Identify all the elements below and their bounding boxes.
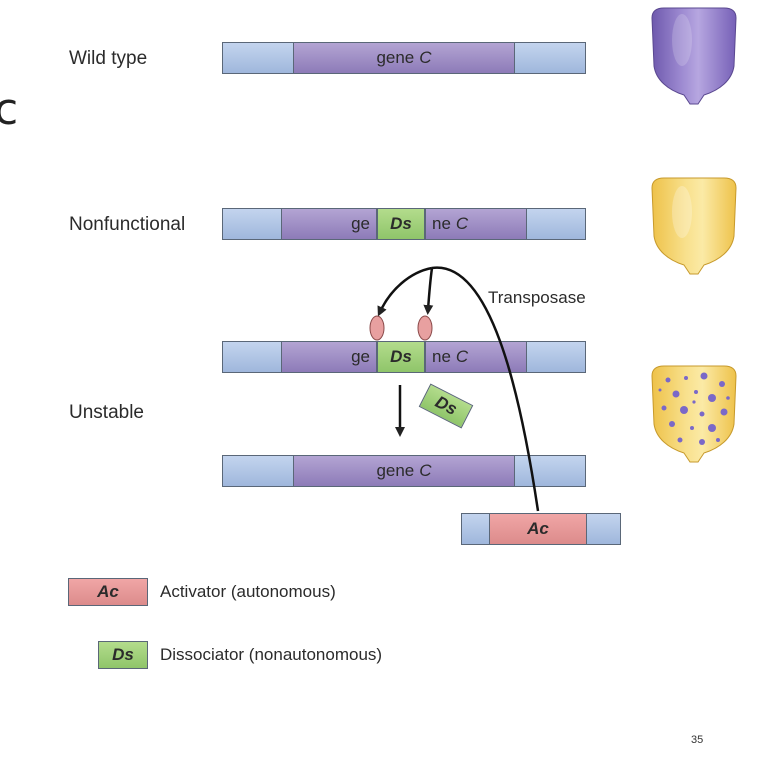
transposase-arrow-right (423, 267, 434, 315)
purple-kernel (651, 7, 737, 105)
gene-part1-segment: ge (281, 209, 377, 239)
page-number: 35 (691, 734, 704, 746)
label-unstable: Unstable (69, 402, 144, 423)
label-nonfunctional: Nonfunctional (69, 214, 186, 235)
binding-site-right (417, 315, 433, 341)
gene-part1-segment: ge (281, 342, 377, 372)
slide-fragment-text: c (0, 84, 19, 135)
legend-ac-symbol: Ac (68, 578, 148, 606)
transposase-arrow-left (377, 266, 433, 317)
label-wild-type: Wild type (69, 48, 148, 69)
legend-ds-symbol: Ds (98, 641, 148, 669)
yellow-kernel (651, 177, 737, 275)
excised-ds-element: Ds (418, 383, 474, 429)
ac-chromosome: Ac (461, 513, 621, 545)
spotted-kernel (651, 365, 737, 463)
ds-element: Ds (377, 342, 425, 372)
legend-ds-text: Dissociator (nonautonomous) (160, 645, 383, 664)
legend-ac-text: Activator (autonomous) (160, 582, 336, 601)
ds-element: Ds (377, 209, 425, 239)
ac-element: Ac (489, 514, 587, 544)
binding-site-left (369, 315, 385, 341)
transposase-label: Transposase (488, 288, 586, 307)
